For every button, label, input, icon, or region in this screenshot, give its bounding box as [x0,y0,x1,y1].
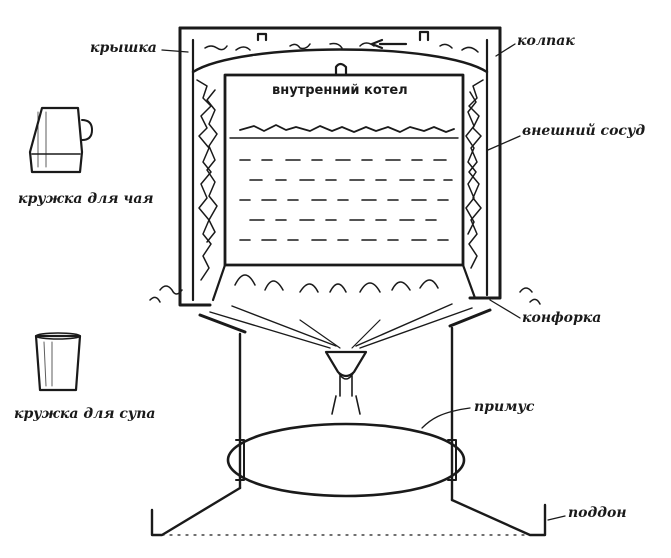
outer-vessel [178,26,502,307]
label-burner-ring: конфорка [522,310,602,326]
label-tea-mug: кружка для чая [18,191,154,207]
label-primus: примус [474,399,535,415]
inner-boiler [223,62,465,267]
label-tray: поддон [568,505,627,521]
label-outer-vessel: внешний сосуд [522,123,646,139]
leader-lines [161,43,566,521]
soup-mug-drawing [34,332,82,392]
label-cap: колпак [517,33,575,49]
boiler-water [239,159,453,241]
label-inner-boiler: внутренний котел [272,83,408,98]
label-lid: крышка [90,40,157,56]
wall-filling [196,42,484,281]
primus-burner [226,350,466,498]
tray-stand [150,486,547,537]
burner-ring [198,308,492,502]
lid-dome [191,30,489,74]
tea-mug-drawing [28,106,93,174]
flame-funnel [149,263,541,349]
label-soup-mug: кружка для супа [14,406,156,422]
